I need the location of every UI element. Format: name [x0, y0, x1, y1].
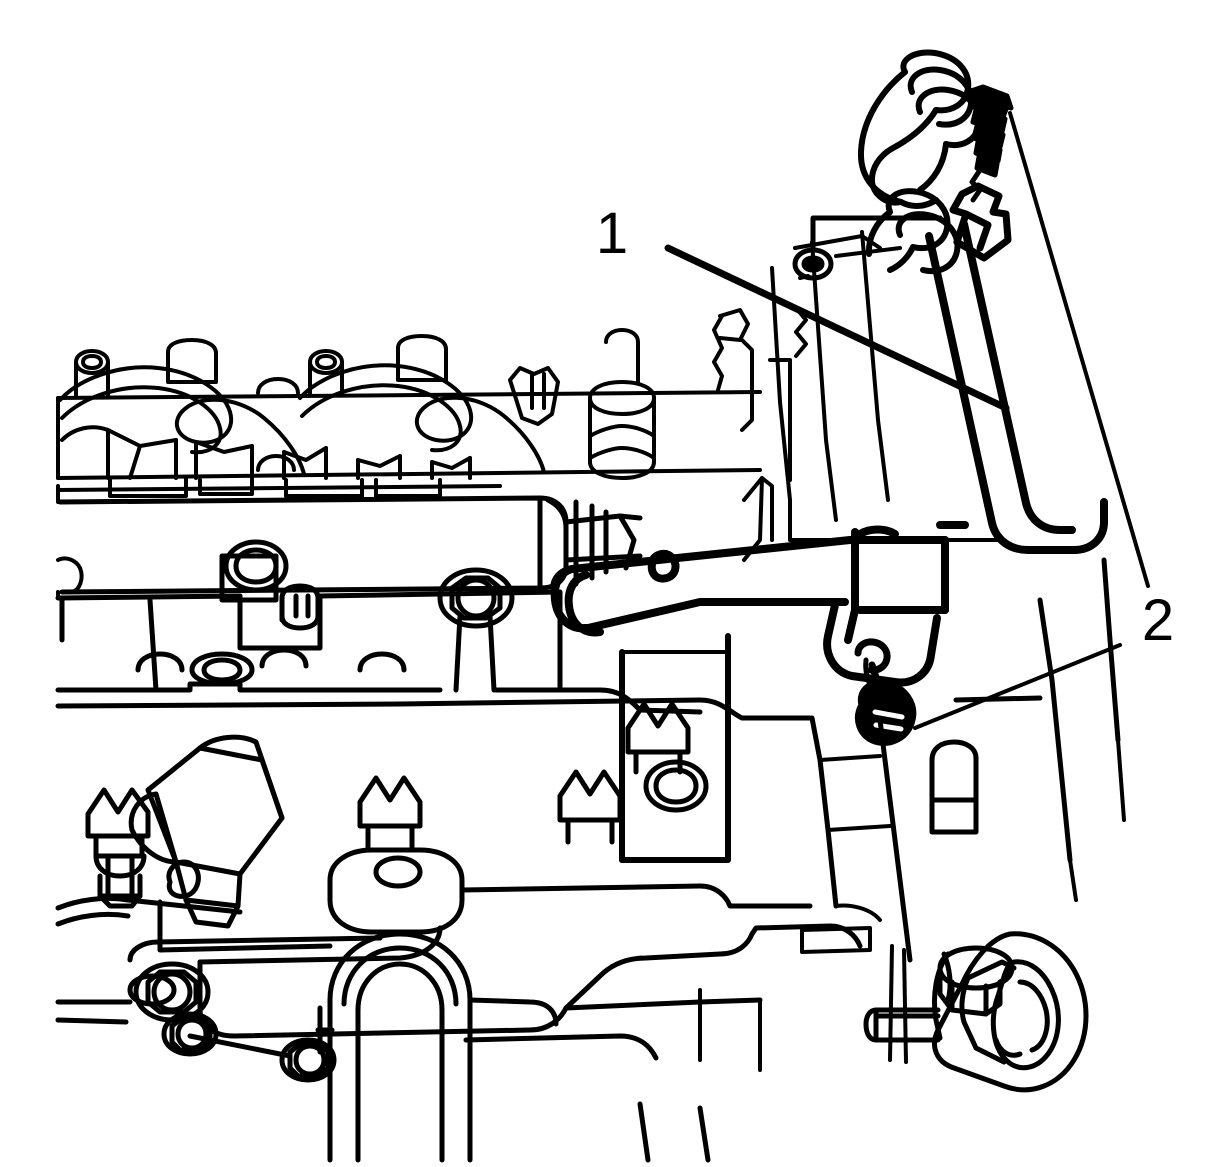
cylinder-head-injector-row — [56, 425, 762, 498]
callout-label-1: 1 — [596, 201, 628, 266]
hex-bolt-lower — [854, 638, 917, 746]
callout-leaders — [664, 111, 1150, 730]
coolant-pipe-block — [851, 525, 899, 614]
leader-line-2-upper — [1008, 111, 1150, 588]
cylinder-head-cover — [56, 334, 762, 480]
engine-right-wall — [788, 498, 1121, 963]
head-left-detail — [56, 484, 84, 600]
wire-retainer-clips — [85, 701, 709, 909]
accessory-bracket — [127, 935, 383, 1083]
callout-label-2: 2 — [1142, 588, 1174, 653]
center-duct — [619, 633, 731, 863]
engine-cover-panel — [742, 215, 943, 562]
engine-right-panel — [508, 230, 890, 522]
knock-sensor — [128, 734, 285, 929]
pipe-clamp-bracket — [949, 182, 1012, 262]
leader-line-2-lower — [913, 643, 1122, 730]
oil-pan-edge — [463, 997, 763, 1163]
lift-bracket-bolt — [937, 945, 1015, 1017]
engine-right-detail — [698, 738, 1126, 1072]
leader-line-1 — [664, 244, 1010, 412]
fuel-rail — [57, 495, 643, 595]
hex-bolt-upper — [965, 84, 1014, 203]
starter-housing — [315, 931, 559, 1163]
fuel-rail-mounts — [219, 539, 515, 693]
coolant-vent-pipe — [925, 220, 1108, 554]
